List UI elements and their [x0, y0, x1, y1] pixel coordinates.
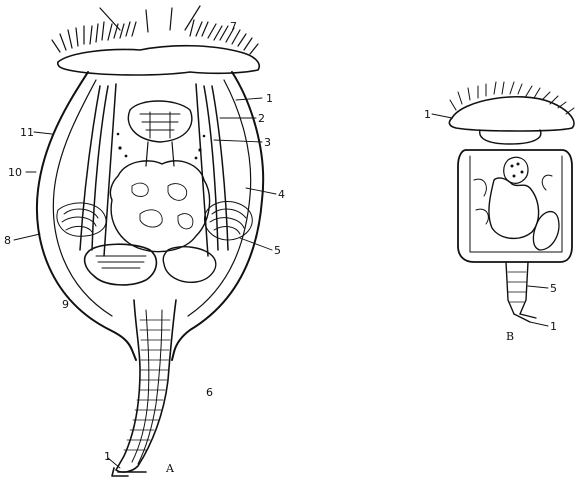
foot-annulations [124, 320, 170, 450]
lorica-b [458, 150, 572, 262]
label-b-1-lower: 1 [550, 320, 557, 333]
intestine [163, 247, 216, 283]
label-a-10: 10 [8, 166, 22, 179]
label-b-1: 1 [424, 108, 431, 121]
corona-disc [58, 46, 259, 75]
label-a-8: 8 [4, 234, 11, 247]
lorica-inner-outline [53, 80, 250, 316]
label-a-1: 1 [266, 92, 273, 105]
corona-b-cilia [450, 82, 574, 114]
label-b-5: 5 [550, 282, 557, 295]
gonad-b-dots [511, 163, 524, 178]
bladder-texture [96, 256, 146, 268]
stomach [110, 161, 209, 252]
label-a-9: 9 [62, 298, 69, 311]
label-a-7: 7 [230, 20, 237, 33]
label-a-2: 2 [258, 112, 265, 125]
label-a-12: 1 [104, 450, 111, 463]
label-a-4: 4 [278, 188, 285, 201]
corona-b-disc [449, 97, 574, 131]
egg-b [533, 212, 559, 250]
figure-a-caption: A [165, 462, 175, 475]
foot-b [506, 262, 528, 314]
stomach-texture [132, 183, 193, 229]
label-a-6: 6 [206, 386, 213, 399]
label-a-3: 3 [264, 136, 271, 149]
figure-a-rotifer [37, 6, 263, 476]
label-a-5: 5 [274, 244, 281, 257]
protonephridia [117, 133, 206, 160]
gland-coils-right [204, 202, 252, 241]
neck-b [480, 130, 541, 144]
toes-b [514, 314, 536, 322]
figure-b-caption: B [506, 330, 514, 343]
stomach-b [489, 178, 539, 238]
gonad-b [504, 157, 528, 183]
foot-b-annulations [508, 272, 526, 302]
lorica-b-inner [470, 156, 562, 252]
label-a-11: 11 [20, 126, 34, 139]
mastax-trophi [140, 112, 180, 138]
